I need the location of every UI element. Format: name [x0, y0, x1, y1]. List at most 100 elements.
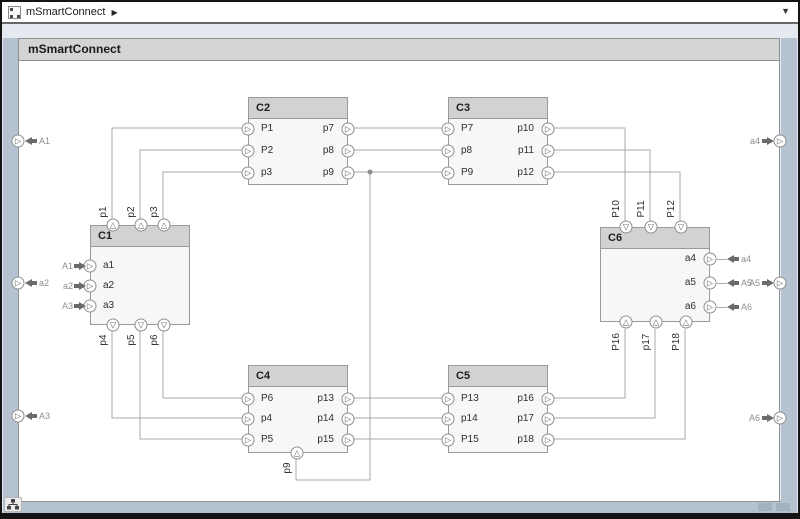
resize-grip [758, 503, 772, 511]
port-C3-P7[interactable]: ▷ [441, 122, 455, 136]
port-C5-p16[interactable]: ▷ [541, 392, 555, 406]
port-C2-p8[interactable]: ▷ [341, 144, 355, 158]
component-name: C5 [456, 370, 471, 382]
port-label: p6 [149, 334, 160, 346]
port-label: p14 [461, 413, 478, 424]
port-C2-p7[interactable]: ▷ [341, 122, 355, 136]
boundary-port-A3[interactable]: ▷ [11, 409, 25, 423]
port-label: P2 [261, 145, 274, 156]
port-label: p11 [518, 145, 534, 156]
port-label: P13 [461, 393, 479, 404]
toolbar-separator [2, 22, 798, 24]
resize-grip [776, 503, 790, 511]
port-C2-p3[interactable]: ▷ [241, 166, 255, 180]
port-C6-P16[interactable]: △ [619, 315, 633, 329]
port-C4-p13[interactable]: ▷ [341, 392, 355, 406]
port-C6-a5[interactable]: ▷ [703, 276, 717, 290]
port-C4-P6[interactable]: ▷ [241, 392, 255, 406]
boundary-port-A5[interactable]: ▷ [773, 276, 787, 290]
port-C4-p14[interactable]: ▷ [341, 412, 355, 426]
port-C5-p18[interactable]: ▷ [541, 433, 555, 447]
port-C3-p11[interactable]: ▷ [541, 144, 555, 158]
port-C5-P15[interactable]: ▷ [441, 433, 455, 447]
port-label: P9 [461, 167, 474, 178]
connection-arrow-icon [727, 303, 739, 311]
port-C4-p15[interactable]: ▷ [341, 433, 355, 447]
hierarchy-icon [7, 499, 19, 510]
connection-arrow-icon [74, 302, 86, 310]
architecture-title: mSmartConnect [28, 42, 121, 56]
component-C4[interactable]: C4▷P6▷p4▷P5▷p13▷p14▷p15△p9 [241, 365, 355, 474]
port-C2-P1[interactable]: ▷ [241, 122, 255, 136]
port-C6-p17[interactable]: △ [649, 315, 663, 329]
port-label: p2 [126, 206, 137, 218]
port-C6-P12[interactable]: ▽ [674, 220, 688, 234]
connection-destination-label: a4 [741, 254, 752, 264]
component-header: C3 [449, 98, 547, 119]
port-C1-p1[interactable]: △ [106, 218, 120, 232]
port-C3-p8[interactable]: ▷ [441, 144, 455, 158]
breadcrumb-arrow-icon[interactable]: ▶ [111, 7, 118, 17]
port-C6-a4[interactable]: ▷ [703, 252, 717, 266]
port-C3-p10[interactable]: ▷ [541, 122, 555, 136]
port-label: p16 [517, 393, 534, 404]
boundary-port-a4[interactable]: ▷ [773, 134, 787, 148]
component-C2[interactable]: C2▷P1▷P2▷p3▷p7▷p8▷p9 [241, 97, 355, 185]
port-C4-P5[interactable]: ▷ [241, 433, 255, 447]
port-C6-P11[interactable]: ▽ [644, 220, 658, 234]
connection-stub [717, 259, 727, 260]
port-label: p13 [317, 393, 334, 404]
port-C1-a3[interactable]: ▷ [83, 299, 97, 313]
boundary-port-label: A6 [748, 413, 760, 423]
port-C4-p9[interactable]: △ [290, 446, 304, 460]
boundary-port-A1[interactable]: ▷ [11, 134, 25, 148]
port-C1-p6[interactable]: ▽ [157, 318, 171, 332]
breadcrumb-model-name[interactable]: mSmartConnect [26, 6, 106, 18]
port-label: P11 [636, 200, 647, 218]
port-label: a4 [684, 253, 696, 264]
port-C1-p3[interactable]: △ [157, 218, 171, 232]
connection-arrow-icon [25, 137, 37, 145]
port-C6-a6[interactable]: ▷ [703, 300, 717, 314]
architecture-model-icon [8, 5, 21, 19]
component-C3[interactable]: C3 ▷ P7 ▷ p8 ▷ P9 ▷ p10 ▷ p11 ▷ p12 [441, 97, 555, 185]
port-C4-p4[interactable]: ▷ [241, 412, 255, 426]
port-C1-p4[interactable]: ▽ [106, 318, 120, 332]
port-C6-P10[interactable]: ▽ [619, 220, 633, 234]
connection-source-label: A1 [61, 261, 73, 271]
port-label: p8 [461, 145, 473, 156]
port-label: P15 [461, 434, 479, 445]
boundary-port-a2[interactable]: ▷ [11, 276, 25, 290]
connection-arrow-icon [74, 262, 86, 270]
port-label: p14 [317, 413, 334, 424]
port-label: p12 [517, 167, 534, 178]
port-C3-P9[interactable]: ▷ [441, 166, 455, 180]
port-label: a1 [103, 260, 115, 271]
port-C3-p12[interactable]: ▷ [541, 166, 555, 180]
boundary-port-A6[interactable]: ▷ [773, 411, 787, 425]
port-C5-p14[interactable]: ▷ [441, 412, 455, 426]
port-label: p4 [98, 334, 109, 346]
port-C2-p9[interactable]: ▷ [341, 166, 355, 180]
port-C5-p17[interactable]: ▷ [541, 412, 555, 426]
canvas-margin-right [781, 38, 797, 513]
port-C5-P13[interactable]: ▷ [441, 392, 455, 406]
port-C1-p2[interactable]: △ [134, 218, 148, 232]
port-label: P7 [461, 123, 474, 134]
port-C2-P2[interactable]: ▷ [241, 144, 255, 158]
port-label: P16 [611, 333, 622, 351]
model-browser-toggle-button[interactable] [4, 497, 22, 512]
port-label: P5 [261, 434, 274, 445]
connection-source-label: A3 [61, 301, 73, 311]
port-C1-p5[interactable]: ▽ [134, 318, 148, 332]
breadcrumb-dropdown-icon[interactable]: ▼ [781, 6, 790, 16]
port-C6-P18[interactable]: △ [679, 315, 693, 329]
port-label: a2 [103, 280, 115, 291]
port-label: p10 [517, 123, 534, 134]
port-label: a6 [684, 301, 696, 312]
component-C5[interactable]: C5▷P13▷p14▷P15▷p16▷p17▷p18 [441, 365, 555, 453]
canvas-margin-left [3, 38, 18, 513]
